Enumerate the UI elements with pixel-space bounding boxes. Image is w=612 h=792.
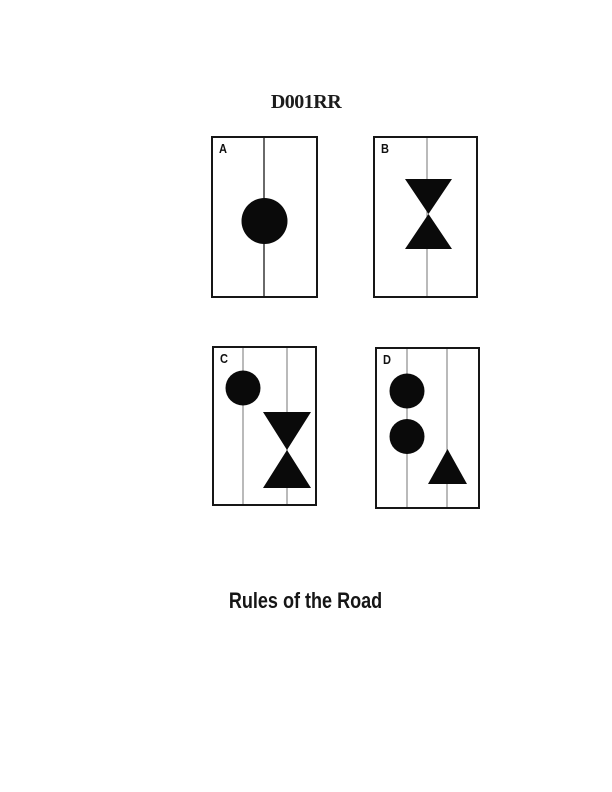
ball-shape (225, 370, 261, 406)
panel-label: B (381, 141, 389, 156)
ball-shape (241, 198, 288, 244)
panel-c: C (212, 346, 317, 506)
dayshape-diagram-c (225, 348, 311, 504)
dayshape-diagram-a (241, 138, 288, 296)
panel-label: C (220, 351, 228, 366)
dayshape-diagram-b (405, 138, 452, 296)
hourglass-shape (405, 179, 452, 249)
panel-d: D (375, 347, 480, 509)
caption-text: Rules of the Road (229, 588, 383, 613)
document-code-title: D001RR (270, 91, 342, 113)
ball-shape (389, 373, 425, 409)
cone-shape (428, 449, 467, 484)
panel-label: A (219, 141, 227, 156)
panel-a: A (211, 136, 318, 298)
hourglass-shape (263, 412, 311, 488)
ball-shape (389, 419, 425, 454)
caption-rules-of-the-road: Rules of the Road (0, 588, 612, 614)
dayshape-diagram-d (389, 349, 467, 507)
panel-label: D (383, 352, 391, 367)
panel-b: B (373, 136, 478, 298)
